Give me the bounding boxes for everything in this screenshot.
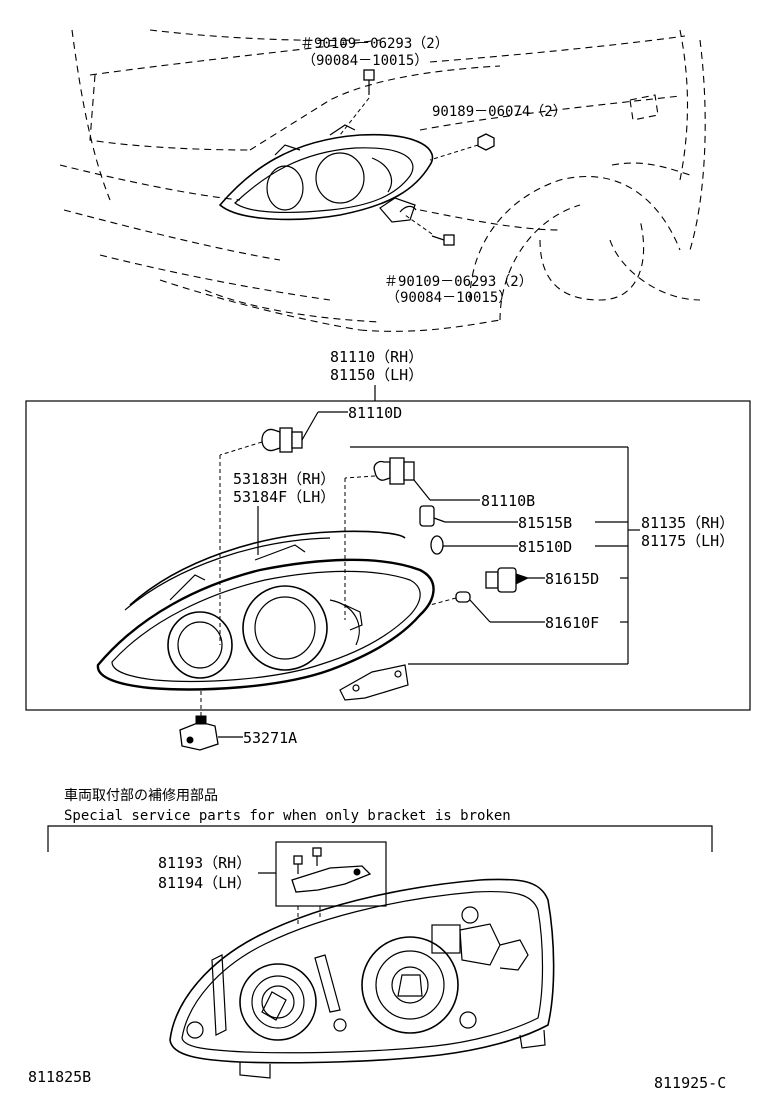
- part-81515b-label: 81515B: [518, 514, 572, 532]
- part-81615d-label: 81615D: [545, 570, 599, 588]
- socket-81615d-icon: [485, 567, 545, 593]
- bulb-81110d-icon: [219, 411, 348, 645]
- part-81175-label: 81175（LH）: [641, 532, 734, 550]
- headlamp-rear-illustration: [169, 878, 555, 1079]
- group-bracket-lines: [350, 446, 640, 665]
- bulb-81510d-icon: [430, 535, 518, 555]
- bracket-kit-box: [275, 841, 387, 907]
- service-parts-title-jp: 車両取付部の補修用部品: [64, 787, 218, 804]
- part-81135-label: 81135（RH）: [641, 514, 734, 532]
- clip-53271a-icon: [179, 690, 243, 751]
- screw-icon: [404, 214, 455, 246]
- illustration-code-left: 811825B: [28, 1068, 91, 1086]
- screw-alt-part-number-top: （90084－10015）: [302, 53, 428, 69]
- screw-part-number-bottom: ＃90109－06293（2）: [384, 274, 533, 290]
- part-81510d-label: 81510D: [518, 538, 572, 556]
- service-parts-bracket: [47, 825, 713, 852]
- bracket-kit-icon: [291, 847, 372, 925]
- vehicle-front-illustration: [59, 29, 706, 332]
- part-81193-label: 81193（RH）: [158, 854, 251, 872]
- socket-81515b-icon: [419, 505, 518, 527]
- service-parts-title-en: Special service parts for when only brac…: [64, 808, 511, 824]
- part-81610f-label: 81610F: [545, 614, 599, 632]
- part-53271a-label: 53271A: [243, 729, 297, 747]
- bulb-81610f-icon: [429, 591, 545, 623]
- headlamp-unit-rh-number: 81110（RH）: [330, 348, 423, 366]
- exploded-view-frame: [25, 400, 751, 711]
- part-81110b-label: 81110B: [481, 492, 535, 510]
- nut-part-number: 90189－06074（2）: [432, 104, 567, 120]
- part-53183h-label: 53183H（RH）: [233, 470, 335, 488]
- screw-icon: [339, 69, 375, 136]
- part-53184f-label: 53184F（LH）: [233, 488, 335, 506]
- screw-part-number-top: ＃90109－06293（2）: [300, 36, 449, 52]
- headlamp-unit-lh-number: 81150（LH）: [330, 366, 423, 384]
- headlamp-assembly-illustration: [96, 530, 435, 701]
- bulb-81110b-icon: [344, 457, 480, 620]
- nut-icon: [429, 133, 495, 161]
- illustration-code-right: 811925-C: [654, 1074, 726, 1092]
- part-81194-label: 81194（LH）: [158, 874, 251, 892]
- part-81110d-label: 81110D: [348, 404, 402, 422]
- screw-alt-part-number-bottom: （90084－10015）: [386, 290, 512, 306]
